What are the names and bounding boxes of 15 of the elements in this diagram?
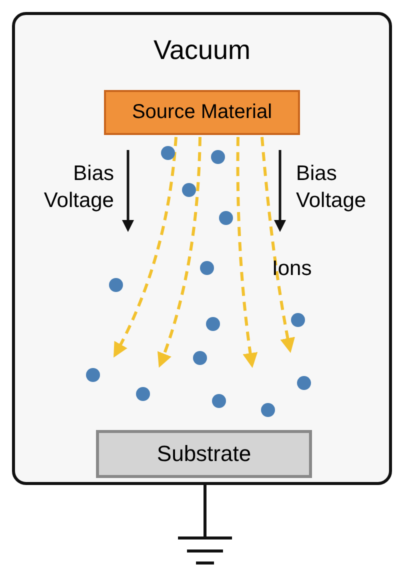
text-label: Ions xyxy=(272,256,313,282)
chamber-title: Vacuum xyxy=(152,35,252,66)
substrate-block xyxy=(96,430,312,478)
ion-path-arrow xyxy=(157,136,202,368)
ground-wire xyxy=(204,485,206,538)
ion-path-arrow xyxy=(236,136,258,368)
text-label: Bias Voltage xyxy=(42,161,114,214)
vacuum-chamber xyxy=(12,12,392,485)
text-label: Bias Voltage xyxy=(296,161,368,214)
ground-symbol xyxy=(178,536,232,566)
source-material-box xyxy=(104,90,300,135)
ion-path-arrow xyxy=(114,136,178,358)
ion-path-arrow xyxy=(260,136,296,353)
node-label: Substrate xyxy=(156,441,252,467)
node-label: Source Material xyxy=(132,101,272,124)
